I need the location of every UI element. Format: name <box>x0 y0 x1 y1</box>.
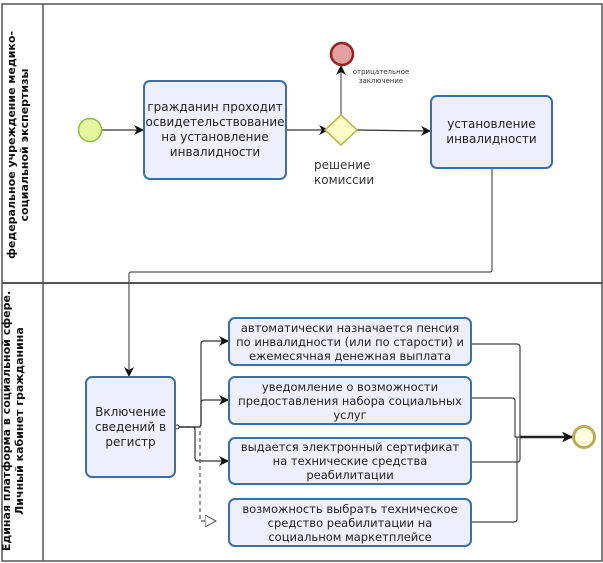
flow-registry-to-notification <box>176 395 229 428</box>
task-establishment: установление инвалидности <box>430 95 553 169</box>
start-event <box>77 117 103 143</box>
gateway-label: решение комиссии <box>314 158 375 187</box>
decision-gateway <box>323 113 359 147</box>
negative-flow-label: отрицательное заключение <box>352 68 410 85</box>
lane-label-mse: федеральное учреждение медико-социальной… <box>5 30 31 260</box>
task-registry: Включение сведений в регистр <box>85 376 176 478</box>
flow-registry-to-marketplace <box>176 426 216 521</box>
task-examination: гражданин проходит освидетельствование н… <box>143 80 287 180</box>
final-end-event <box>572 425 596 449</box>
flow-pension-to-end <box>472 343 572 442</box>
flow-registry-to-pension <box>176 336 229 428</box>
flow-establish-to-registry <box>124 168 493 377</box>
flow-gateway-to-establish <box>355 125 431 136</box>
task-marketplace: возможность выбрать техническое средство… <box>228 498 472 547</box>
flow-registry-to-certificate <box>176 426 229 466</box>
lane-label-platform: Единая платформа в социальной сфере. Лич… <box>0 290 26 552</box>
flow-marketplace-to-end <box>472 437 518 523</box>
negative-end-event <box>329 41 355 67</box>
task-notification: уведомление о возможности предоставления… <box>228 376 472 425</box>
flow-notification-to-end <box>472 397 571 438</box>
flow-certificate-to-end <box>472 437 521 463</box>
task-pension: автоматически назначается пенсия по инва… <box>228 317 472 366</box>
task-certificate: выдается электронный сертификат на техни… <box>228 437 472 485</box>
